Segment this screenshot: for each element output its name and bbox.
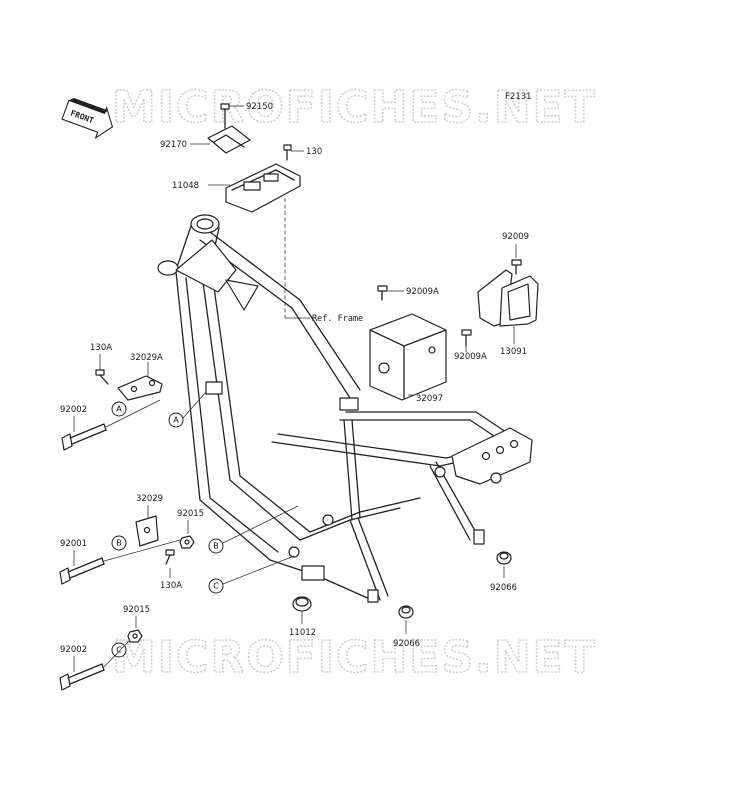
bolt-92009a-mid [461,329,472,347]
grommet-92066-right [496,551,512,565]
callout-92009a-mid: 92009A [454,352,487,362]
callout-92170: 92170 [160,140,187,150]
callout-92015-mid: 92015 [177,509,204,519]
bolt-92002-top [61,423,107,451]
callout-11048: 11048 [172,181,199,191]
callout-92009a-top: 92009A [406,287,439,297]
marker-b-frame [208,538,224,554]
callout-13091: 13091 [500,347,527,357]
bolt-92002-low [59,663,105,691]
callout-92150: 92150 [246,102,273,112]
figure-code: F2131 [505,92,532,102]
callout-92009: 92009 [502,232,529,242]
bolt-130a-mid [165,549,175,565]
callout-92001: 92001 [60,539,87,549]
marker-b-frame-label: B [213,542,219,551]
strap-92170 [207,125,251,154]
grommet-11012 [292,596,312,612]
callout-32029a: 32029A [130,353,163,363]
marker-a-left-label: A [116,405,122,414]
callout-32097: 32097 [416,394,443,404]
case-32097 [369,313,447,401]
callout-130-top: 130 [306,147,322,157]
bolt-130a-top [95,369,109,385]
marker-c-left-label: C [116,646,122,655]
marker-c-frame-label: C [213,582,219,591]
front-arrow-icon: FRONT [61,98,114,140]
bolt-92001 [59,557,105,585]
marker-a-frame [168,412,184,428]
grommet-92066-low [398,605,414,619]
marker-c-left [111,642,127,658]
marker-b-left-label: B [116,539,122,548]
bracket-32029 [135,515,159,547]
bracket-11048 [225,163,301,213]
marker-c-frame [208,578,224,594]
nut-92015-low [127,629,143,643]
watermark-top: MICROFICHES.NET [112,82,597,133]
cover-13091 [477,269,539,327]
bolt-92009 [511,259,522,275]
nut-92015-mid [179,535,195,549]
callout-11012: 11012 [289,628,316,638]
callout-32029: 32029 [136,494,163,504]
bolt-92009a-top [377,285,388,301]
callout-92066-right: 92066 [490,583,517,593]
frame-assembly [157,214,533,603]
marker-a-left [111,401,127,417]
marker-a-frame-label: A [173,416,179,425]
callout-92066-low: 92066 [393,639,420,649]
callout-130a-mid: 130A [160,581,182,591]
bolt-130-top [283,144,292,161]
bolt-92150 [220,103,230,129]
callout-92015-low: 92015 [123,605,150,615]
marker-b-left [111,535,127,551]
callout-130a-top: 130A [90,343,112,353]
watermark-bottom: MICROFICHES.NET [112,632,597,683]
ref-frame-label: Ref. Frame [312,314,363,324]
callout-92002-top: 92002 [60,405,87,415]
bracket-32029a [117,375,163,401]
callout-92002-low: 92002 [60,645,87,655]
